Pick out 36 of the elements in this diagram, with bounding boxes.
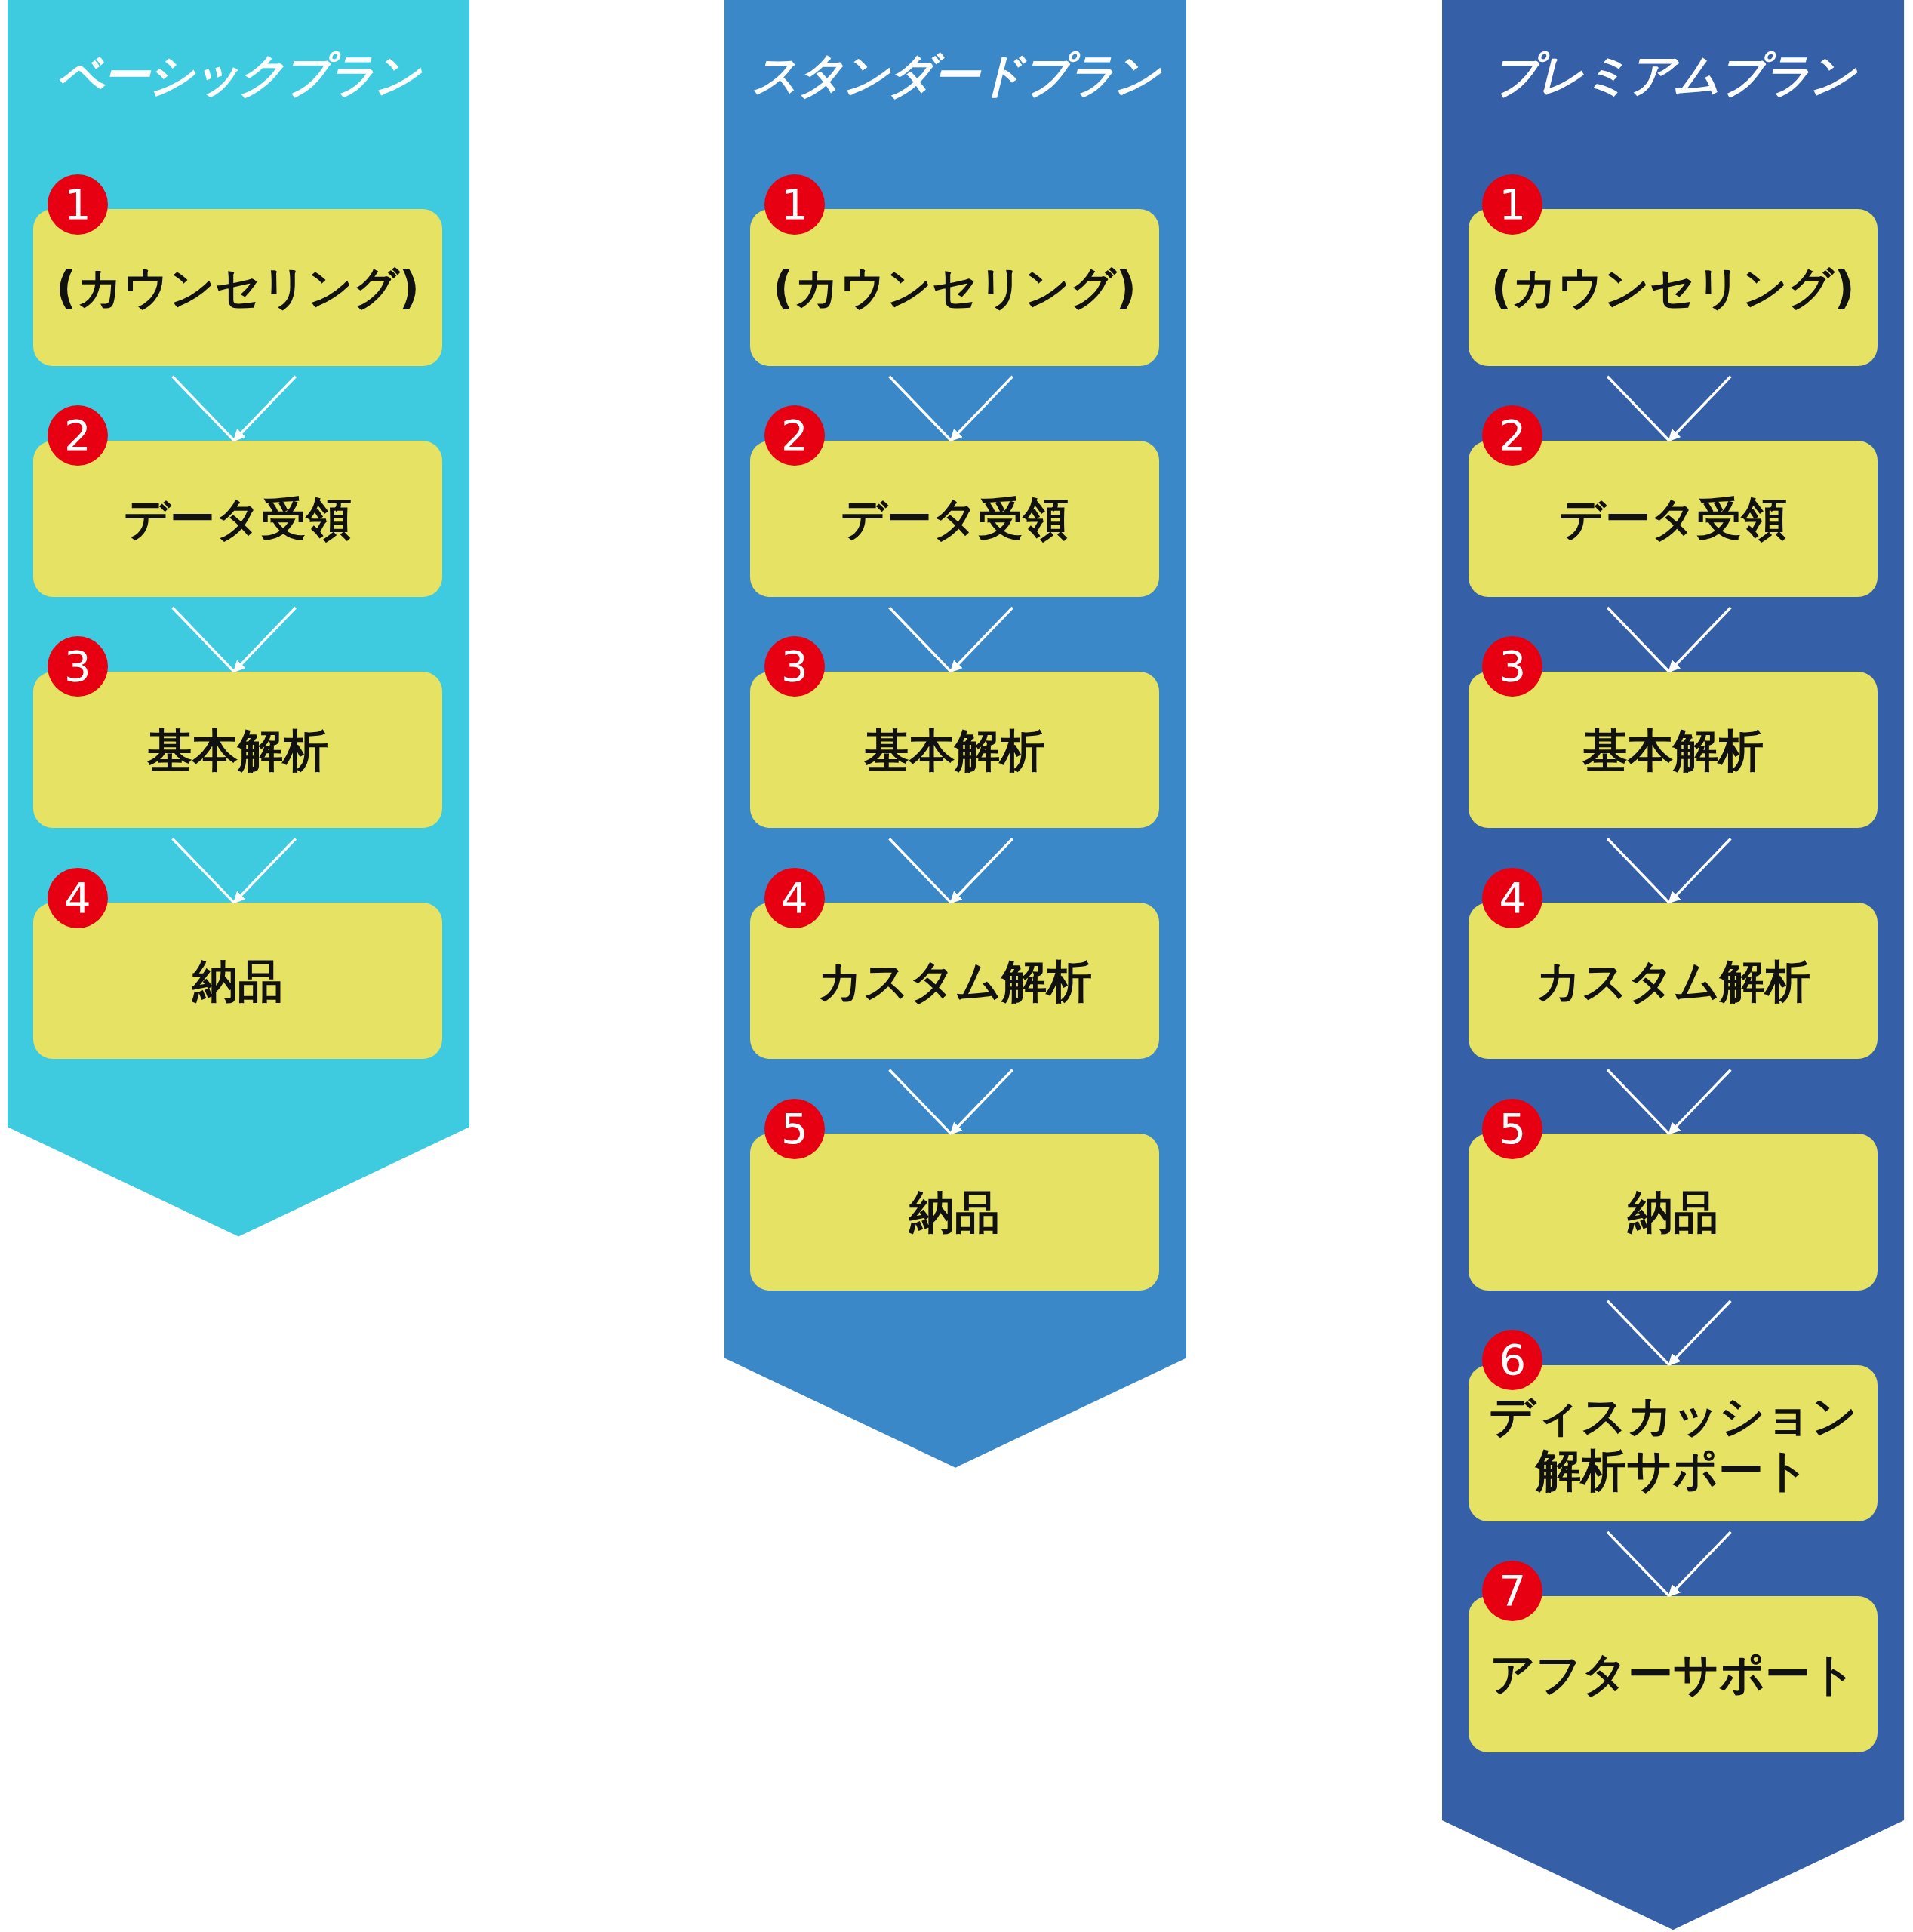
chevron-arrow — [171, 606, 297, 673]
chevron-arrow — [171, 837, 297, 904]
chevron-arrow — [887, 375, 1014, 442]
plan-title: スタンダードプラン — [751, 47, 1161, 105]
chevron-arrow — [1606, 837, 1733, 904]
chevron-arrow — [887, 1068, 1014, 1136]
step-label: 納品 — [908, 1185, 1001, 1239]
step-label: カスタム解析 — [1534, 953, 1811, 1008]
number-badge: 6 — [1482, 1330, 1543, 1391]
step-label: カスタム解析 — [817, 953, 1093, 1008]
step-label: (カウンセリング) — [1490, 260, 1856, 315]
step-label: データ受領 — [840, 491, 1069, 546]
chevron-arrow — [171, 375, 297, 442]
step-label: (カウンセリング) — [772, 260, 1137, 315]
plan-title: ベーシックプラン — [57, 47, 422, 105]
step-label: 基本解析 — [1581, 722, 1764, 777]
step-label: (カウンセリング) — [55, 260, 420, 315]
number-badge: 2 — [1482, 405, 1543, 466]
chevron-arrow — [1606, 375, 1733, 442]
step-label: データ受領 — [123, 491, 352, 546]
chevron-arrow — [887, 606, 1014, 673]
chevron-arrow — [1606, 1068, 1733, 1136]
plan-title: プレミアムプラン — [1491, 47, 1857, 105]
chevron-arrow — [1606, 606, 1733, 673]
chevron-arrow — [1606, 1299, 1733, 1367]
step-label: データ受領 — [1558, 491, 1788, 546]
chevron-arrow — [887, 837, 1014, 904]
step-label: 納品 — [1626, 1185, 1719, 1239]
number-badge: 3 — [1482, 636, 1543, 697]
step-label: アフターサポート — [1488, 1647, 1857, 1702]
step-label: 納品 — [191, 953, 284, 1008]
step-label: 基本解析 — [146, 722, 329, 777]
step-label: ディスカッション解析サポート — [1487, 1389, 1858, 1498]
chevron-arrow — [1606, 1531, 1733, 1598]
number-badge: 7 — [1482, 1561, 1543, 1622]
step-label: 基本解析 — [863, 722, 1046, 777]
